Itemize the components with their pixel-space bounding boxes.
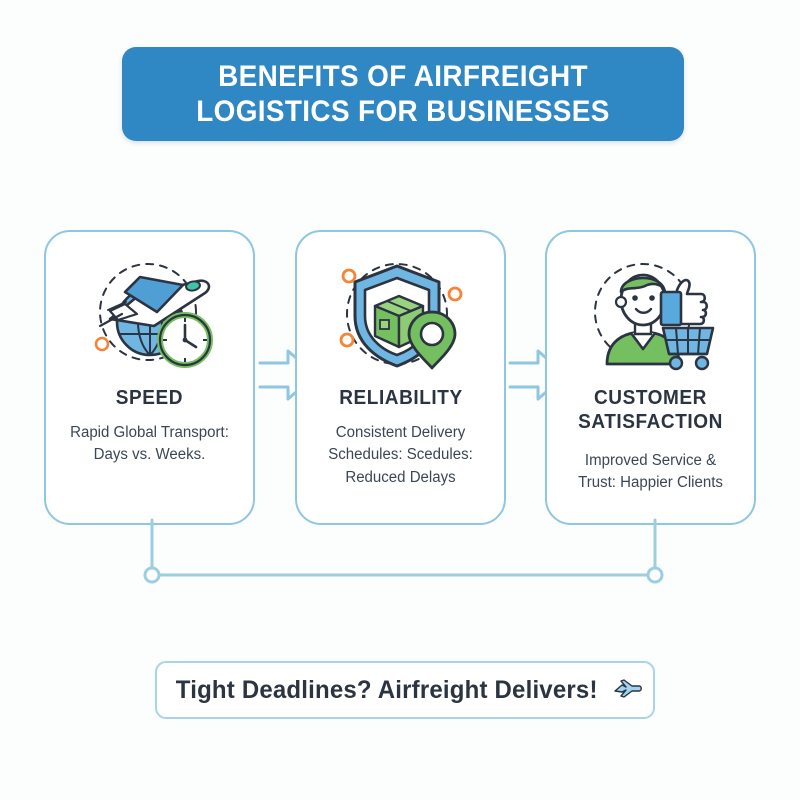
- benefit-card-speed[interactable]: SPEED Rapid Global Transport: Days vs. W…: [44, 230, 255, 525]
- shield-package-location-icon: [339, 263, 462, 370]
- airplane-icon: [614, 679, 643, 698]
- benefit-card-reliability[interactable]: RELIABILITY Consistent Delivery Schedule…: [295, 230, 506, 525]
- airplane-globe-clock-icon: [94, 263, 213, 368]
- card-description-reliability: Consistent Delivery Schedules: Scedules:…: [328, 424, 473, 486]
- card-title-customer-satisfaction: CUSTOMER SATISFACTION: [578, 387, 723, 433]
- card-description-customer-satisfaction: Improved Service & Trust: Happier Client…: [578, 452, 723, 492]
- bottom-bracket-connector: [143, 518, 664, 584]
- card-description-speed: Rapid Global Transport: Days vs. Weeks.: [70, 424, 229, 464]
- cta-banner[interactable]: Tight Deadlines? Airfreight Delivers!: [155, 661, 655, 719]
- card-title-speed: SPEED: [115, 387, 184, 409]
- cta-text: Tight Deadlines? Airfreight Delivers!: [175, 675, 598, 704]
- customer-thumbsup-cart-icon: [593, 263, 714, 371]
- card-title-reliability: RELIABILITY: [338, 387, 463, 409]
- benefit-card-customer-satisfaction[interactable]: CUSTOMER SATISFACTION Improved Service &…: [545, 230, 756, 525]
- header-banner: BENEFITS OF AIRFREIGHT LOGISTICS FOR BUS…: [122, 47, 684, 141]
- page-title: BENEFITS OF AIRFREIGHT LOGISTICS FOR BUS…: [196, 59, 610, 128]
